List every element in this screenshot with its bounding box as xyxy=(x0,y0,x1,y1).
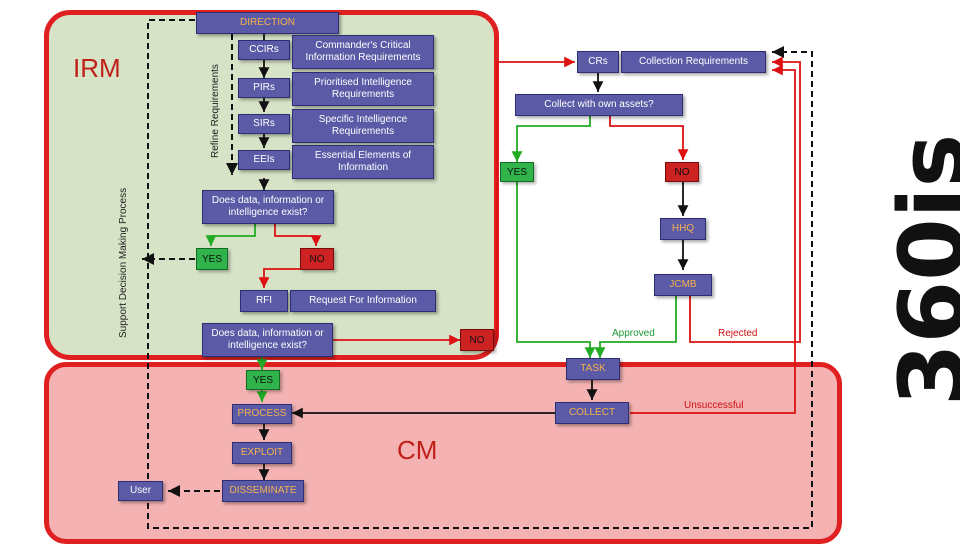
yes-box-3: YES xyxy=(500,162,534,182)
exists-question-box-2: Does data, information or intelligence e… xyxy=(202,323,333,357)
irm-label: IRM xyxy=(73,53,121,83)
process-box: PROCESS xyxy=(232,404,292,424)
no-box-2: NO xyxy=(460,329,494,351)
crs-desc-box: Collection Requirements xyxy=(621,51,766,73)
eeis-desc-box: Essential Elements of Information xyxy=(292,145,434,179)
hhq-box: HHQ xyxy=(660,218,706,240)
yes-box-1: YES xyxy=(196,248,228,270)
cm-label: CM xyxy=(397,435,438,465)
rejected-label: Rejected xyxy=(718,328,758,339)
rfi-desc-box: Request For Information xyxy=(290,290,436,312)
approved-label: Approved xyxy=(612,328,655,339)
sirs-desc-box: Specific Intelligence Requirements xyxy=(292,109,434,143)
ccirs-box: CCIRs xyxy=(238,40,290,60)
sirs-box: SIRs xyxy=(238,114,290,134)
unsuccessful-label: Unsuccessful xyxy=(684,400,744,411)
rfi-box: RFI xyxy=(240,290,288,312)
disseminate-box: DISSEMINATE xyxy=(222,480,304,502)
direction-box: DIRECTION xyxy=(196,12,339,34)
yes-box-2: YES xyxy=(246,370,280,390)
pirs-desc-box: Prioritised Intelligence Requirements xyxy=(292,72,434,106)
crs-box: CRs xyxy=(577,51,619,73)
collect-own-assets-box: Collect with own assets? xyxy=(515,94,683,116)
exists-question-box-1: Does data, information or intelligence e… xyxy=(202,190,334,224)
pirs-box: PIRs xyxy=(238,78,290,98)
360is-logo: 360is xyxy=(880,70,960,470)
no-box-1: NO xyxy=(300,248,334,270)
task-box: TASK xyxy=(566,358,620,380)
user-box: User xyxy=(118,481,163,501)
collect-box: COLLECT xyxy=(555,402,629,424)
eeis-box: EEIs xyxy=(238,150,290,170)
support-decision-label: Support Decision Making Process xyxy=(118,187,129,338)
ccirs-desc-box: Commander's Critical Information Require… xyxy=(292,35,434,69)
exploit-box: EXPLOIT xyxy=(232,442,292,464)
refine-requirements-label: Refine Requirements xyxy=(210,64,221,158)
jcmb-box: JCMB xyxy=(654,274,712,296)
logo-text: 360is xyxy=(890,134,960,406)
no-box-3: NO xyxy=(665,162,699,182)
